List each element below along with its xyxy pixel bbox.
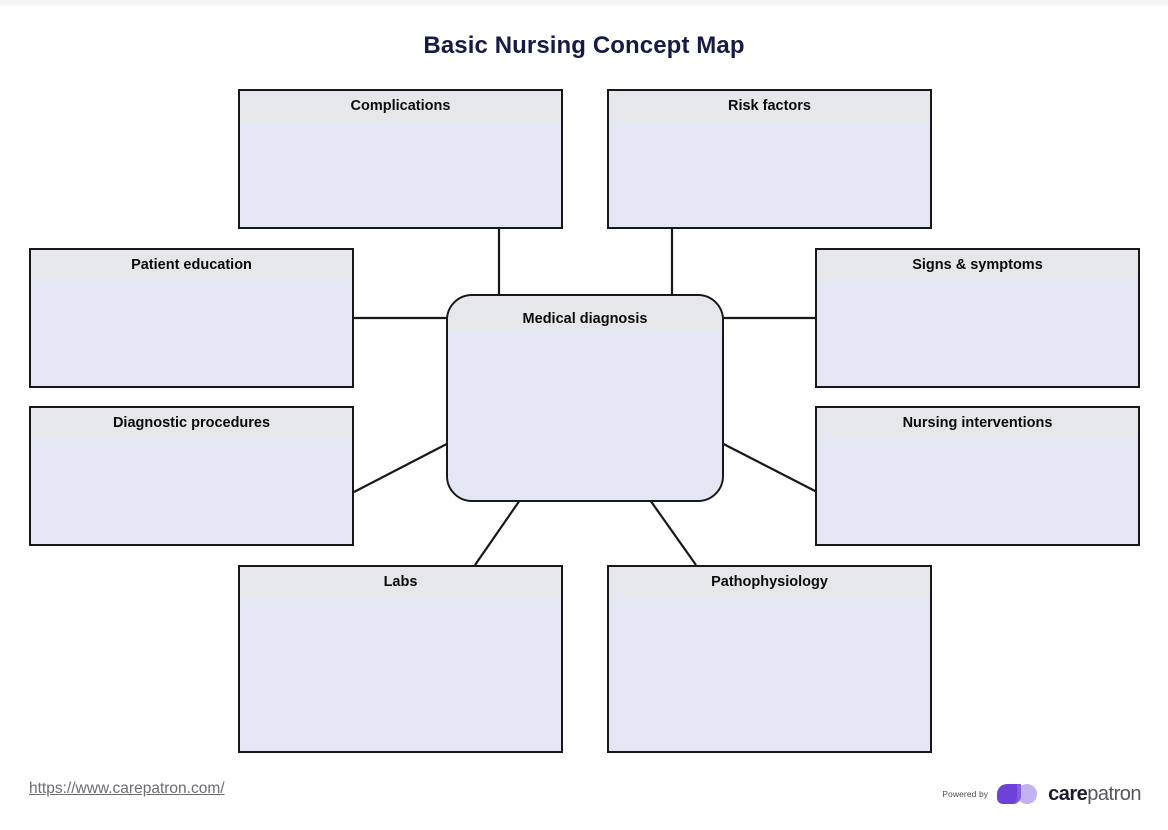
carepatron-brand: Powered by carepatron [942, 782, 1141, 806]
node-signs-symptoms-label: Signs & symptoms [912, 256, 1043, 273]
node-labs[interactable]: Labs [238, 565, 563, 753]
node-pathophysiology-body[interactable] [609, 597, 930, 751]
node-patient-education-label: Patient education [131, 256, 252, 273]
node-signs-symptoms[interactable]: Signs & symptoms [815, 248, 1140, 388]
node-diagnostic-procedures-body[interactable] [31, 438, 352, 544]
node-labs-body[interactable] [240, 597, 561, 751]
node-signs-symptoms-header: Signs & symptoms [817, 250, 1138, 280]
node-nursing-interventions-label: Nursing interventions [902, 414, 1053, 431]
node-medical-diagnosis-body[interactable] [448, 330, 722, 500]
node-complications-header: Complications [240, 91, 561, 121]
node-patient-education-header: Patient education [31, 250, 352, 280]
node-patient-education[interactable]: Patient education [29, 248, 354, 388]
brand-care-text: care [1048, 783, 1088, 805]
node-pathophysiology-header: Pathophysiology [609, 567, 930, 597]
node-risk-factors[interactable]: Risk factors [607, 89, 932, 229]
carepatron-url-link[interactable]: https://www.carepatron.com/ [29, 780, 225, 797]
node-labs-label: Labs [383, 573, 418, 590]
node-risk-factors-header: Risk factors [609, 91, 930, 121]
node-complications-body[interactable] [240, 121, 561, 227]
edge-center-to-labs [474, 499, 521, 566]
node-signs-symptoms-body[interactable] [817, 280, 1138, 386]
node-diagnostic-procedures-header: Diagnostic procedures [31, 408, 352, 438]
brand-patron-text: patron [1087, 783, 1141, 805]
page-title: Basic Nursing Concept Map [423, 32, 745, 59]
node-complications[interactable]: Complications [238, 89, 563, 229]
node-risk-factors-body[interactable] [609, 121, 930, 227]
node-nursing-interventions-body[interactable] [817, 438, 1138, 544]
powered-by-label: Powered by [942, 789, 989, 799]
node-nursing-interventions-header: Nursing interventions [817, 408, 1138, 438]
node-nursing-interventions[interactable]: Nursing interventions [815, 406, 1140, 546]
node-pathophysiology-label: Pathophysiology [711, 573, 828, 590]
carepatron-logo-icon [997, 784, 1038, 804]
node-patient-education-body[interactable] [31, 280, 352, 386]
node-labs-header: Labs [240, 567, 561, 597]
node-diagnostic-procedures-label: Diagnostic procedures [112, 414, 271, 431]
page-top-edge [0, 0, 1168, 7]
node-complications-label: Complications [350, 97, 451, 114]
node-medical-diagnosis-label: Medical diagnosis [522, 310, 648, 327]
node-risk-factors-label: Risk factors [727, 97, 811, 114]
node-diagnostic-procedures[interactable]: Diagnostic procedures [29, 406, 354, 546]
carepatron-wordmark: carepatron [1048, 784, 1141, 804]
node-pathophysiology[interactable]: Pathophysiology [607, 565, 932, 753]
edge-center-to-pathophysiology [649, 499, 697, 566]
node-medical-diagnosis-header: Medical diagnosis [448, 296, 722, 330]
node-medical-diagnosis[interactable]: Medical diagnosis [446, 294, 724, 502]
